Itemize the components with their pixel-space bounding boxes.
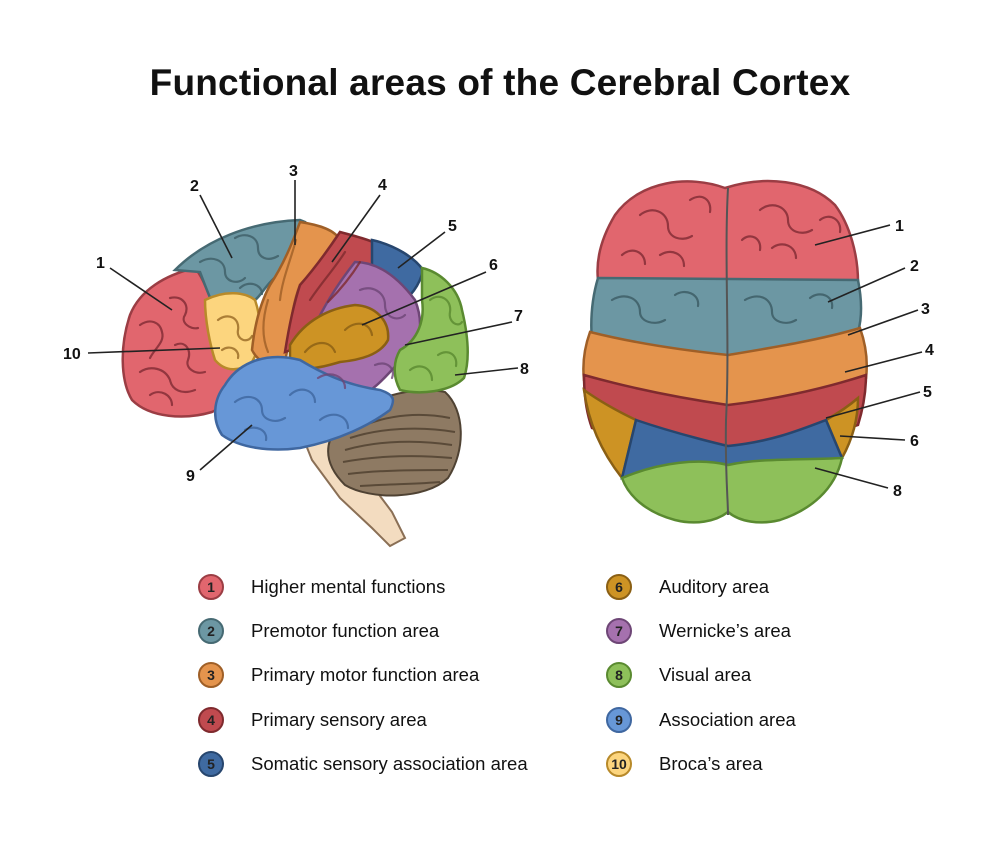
lateral-gyri-motor (262, 238, 298, 354)
top-callout-2: 2 (910, 258, 919, 275)
legend-item-7: 7 Wernicke’s area (606, 614, 791, 648)
top-gyri-frontal (620, 195, 842, 268)
lateral-callout-4: 4 (378, 177, 387, 194)
auditory-region-lateral (288, 303, 390, 370)
lateral-gyri-premotor (198, 234, 280, 296)
legend-badge-3: 3 (198, 662, 224, 688)
lateral-callout-8: 8 (520, 361, 529, 378)
legend-item-8: 8 Visual area (606, 658, 751, 692)
lateral-callout-2: 2 (190, 178, 199, 195)
legend-item-9: 9 Association area (606, 703, 796, 737)
legend-item-4: 4 Primary sensory area (198, 703, 427, 737)
visual-region-lateral (393, 266, 469, 394)
legend-badge-9: 9 (606, 707, 632, 733)
page-title: Functional areas of the Cerebral Cortex (149, 62, 851, 103)
top-callouts: 1 2 3 4 5 6 8 (814, 218, 934, 500)
top-callout-8: 8 (893, 483, 902, 500)
legend-label-10: Broca’s area (659, 753, 763, 774)
lateral-callout-3: 3 (289, 163, 298, 180)
top-callout-3: 3 (921, 301, 930, 318)
lateral-callout-9: 9 (186, 468, 195, 485)
legend-badge-7: 7 (606, 618, 632, 644)
legend-item-2: 2 Premotor function area (198, 614, 439, 648)
legend-label-4: Primary sensory area (251, 709, 427, 730)
legend-label-9: Association area (659, 709, 796, 730)
top-callout-4: 4 (925, 342, 934, 359)
legend-label-6: Auditory area (659, 576, 770, 597)
lateral-gyri-wernicke (316, 287, 407, 390)
legend-label-1: Higher mental functions (251, 576, 446, 597)
legend-label-2: Premotor function area (251, 620, 440, 641)
legend-item-6: 6 Auditory area (606, 570, 769, 604)
legend-item-10: 10 Broca’s area (606, 747, 763, 781)
legend-badge-5: 5 (198, 751, 224, 777)
legend-item-1: 1 Higher mental functions (198, 570, 445, 604)
lateral-gyri-broca (216, 315, 254, 360)
lateral-gyri-auditory (303, 322, 374, 354)
legend-badge-4: 4 (198, 707, 224, 733)
lateral-gyri-visual (408, 295, 464, 382)
lateral-callout-1: 1 (96, 255, 105, 272)
legend-label-7: Wernicke’s area (659, 620, 791, 641)
top-callout-1: 1 (895, 218, 904, 235)
lateral-brain-view (121, 218, 469, 548)
top-gyri-premotor (610, 290, 834, 324)
lateral-callout-7: 7 (514, 308, 523, 325)
visual-region-top (620, 456, 844, 524)
lateral-callout-10: 10 (63, 346, 81, 363)
legend-label-5: Somatic sensory association area (251, 753, 528, 774)
legend-badge-6: 6 (606, 574, 632, 600)
legend-badge-1: 1 (198, 574, 224, 600)
legend-item-3: 3 Primary motor function area (198, 658, 479, 692)
legend-label-3: Primary motor function area (251, 664, 480, 685)
lateral-callout-5: 5 (448, 218, 457, 235)
longitudinal-fissure (724, 187, 729, 516)
broca-region-lateral (203, 292, 262, 371)
legend-label-8: Visual area (659, 664, 752, 685)
top-brain-view (582, 179, 868, 524)
lateral-callouts: 1 2 3 4 5 6 7 8 9 10 (63, 163, 529, 485)
legend-item-5: 5 Somatic sensory association area (198, 747, 528, 781)
lateral-callout-6: 6 (489, 257, 498, 274)
legend-badge-8: 8 (606, 662, 632, 688)
legend-badge-2: 2 (198, 618, 224, 644)
lateral-gyri-sensory (308, 250, 362, 304)
top-callout-6: 6 (910, 433, 919, 450)
legend-badge-10: 10 (606, 751, 632, 777)
top-callout-5: 5 (923, 384, 932, 401)
